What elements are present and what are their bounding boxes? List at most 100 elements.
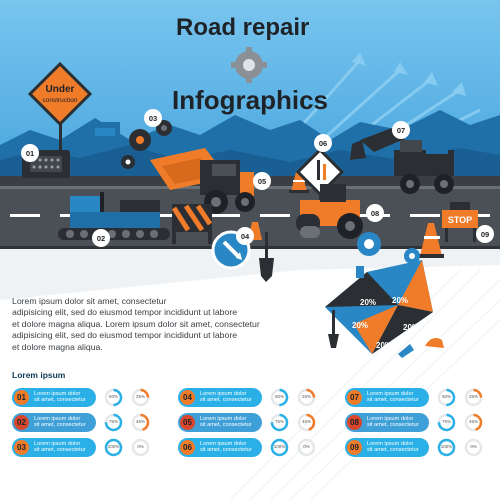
stat-donut: 45% [131, 413, 150, 432]
paragraph-line: et dolore magna aliqua. Lorem ipsum dolo… [12, 318, 260, 329]
stat-donut: 75% [437, 413, 456, 432]
pie-label-2: 20% [392, 296, 408, 305]
stat-row-number: 04 [180, 390, 195, 405]
stat-donut: 0% [464, 438, 483, 457]
stat-donut-value: 45% [301, 419, 311, 424]
stat-donut-value: 0% [137, 444, 144, 449]
stat-donut-value: 100% [440, 444, 453, 449]
pie-label-5: 20% [376, 341, 392, 350]
stat-donut: 25% [464, 388, 483, 407]
stat-donut: 0% [297, 438, 316, 457]
stat-donut-value: 45% [135, 419, 145, 424]
stat-donut: 100% [270, 438, 289, 457]
title-line-2: Infographics [172, 85, 329, 115]
stop-label: STOP [448, 215, 472, 225]
title-line-1: Road repair [176, 14, 310, 41]
description-paragraph: Lorem ipsum dolor sit amet, consectetur … [12, 296, 274, 353]
marker-02 [92, 229, 110, 247]
stat-donut: 0% [131, 438, 150, 457]
pie-label-1: 20% [360, 298, 376, 307]
stat-donut-value: 0% [470, 444, 477, 449]
stat-row-line2: sit amet, consectetur [34, 422, 86, 429]
stat-row-line2: sit amet, consectetur [200, 447, 252, 454]
stat-donut-value: 45% [468, 419, 478, 424]
stat-donut-value: 50% [108, 394, 118, 399]
marker-06-label: 06 [319, 139, 327, 148]
stat-row-number: 08 [347, 415, 362, 430]
paragraph-line: Lorem ipsum dolor sit amet, consectetur [12, 296, 167, 306]
stat-row-number: 05 [180, 415, 195, 430]
pie-icons [328, 248, 444, 358]
marker-07 [392, 121, 410, 139]
marker-08 [366, 204, 384, 222]
stat-row-number: 03 [14, 440, 29, 455]
stat-row-line1: Lorem ipsum dolor [200, 441, 247, 447]
marker-02-label: 02 [97, 234, 105, 243]
stop-barrier: STOP [442, 202, 478, 242]
stat-donut-value: 25% [468, 394, 478, 399]
marker-09-label: 09 [481, 230, 489, 239]
stat-row-number: 07 [347, 390, 362, 405]
stat-row-line2: sit amet, consectetur [34, 397, 86, 404]
stat-row-line1: Lorem ipsum dolor [200, 391, 247, 397]
sign-line1: Under [46, 84, 75, 95]
stat-donut-value: 100% [107, 444, 120, 449]
marker-05-label: 05 [258, 177, 266, 186]
stat-row-line1: Lorem ipsum dolor [34, 416, 81, 422]
stat-row-line1: Lorem ipsum dolor [34, 441, 81, 447]
marker-05 [253, 172, 271, 190]
marker-04 [236, 227, 254, 245]
road-barrier [171, 204, 213, 244]
marker-03-label: 03 [149, 114, 157, 123]
stat-row-line2: sit amet, consectetur [367, 422, 419, 429]
stat-row-number: 06 [180, 440, 195, 455]
gears-and-machine-03 [90, 120, 172, 169]
stat-donut: 100% [104, 438, 123, 457]
stat-row-number: 01 [14, 390, 29, 405]
road-roller [296, 184, 363, 239]
gear-road-icon [357, 232, 381, 256]
marker-03 [144, 109, 162, 127]
excavator [350, 126, 454, 194]
stat-row-line1: Lorem ipsum dolor [367, 416, 414, 422]
stat-row-line1: Lorem ipsum dolor [34, 391, 81, 397]
stat-donut-value: 75% [441, 419, 451, 424]
stat-donut: 75% [270, 413, 289, 432]
stat-donut-value: 100% [273, 444, 286, 449]
marker-01 [21, 144, 39, 162]
marker-09 [476, 225, 494, 243]
asphalt-paver [58, 192, 170, 240]
stat-donut-value: 50% [441, 394, 451, 399]
stat-donut-value: 75% [274, 419, 284, 424]
stat-donut: 25% [131, 388, 150, 407]
pie-chart [325, 260, 433, 354]
stat-donut: 50% [270, 388, 289, 407]
pie-label-4: 20% [403, 323, 419, 332]
under-construction-sign: Under construction [27, 61, 93, 160]
marker-07-label: 07 [397, 126, 405, 135]
stat-donut: 50% [104, 388, 123, 407]
marker-08-label: 08 [371, 209, 379, 218]
stat-row-number: 02 [14, 415, 29, 430]
stat-row-line2: sit amet, consectetur [367, 447, 419, 454]
stat-donut-value: 50% [274, 394, 284, 399]
marker-06 [314, 134, 332, 152]
stat-row-line2: sit amet, consectetur [200, 397, 252, 404]
stat-row-line1: Lorem ipsum dolor [200, 416, 247, 422]
stat-row-line2: sit amet, consectetur [200, 422, 252, 429]
sign-line2: construction [42, 97, 77, 104]
